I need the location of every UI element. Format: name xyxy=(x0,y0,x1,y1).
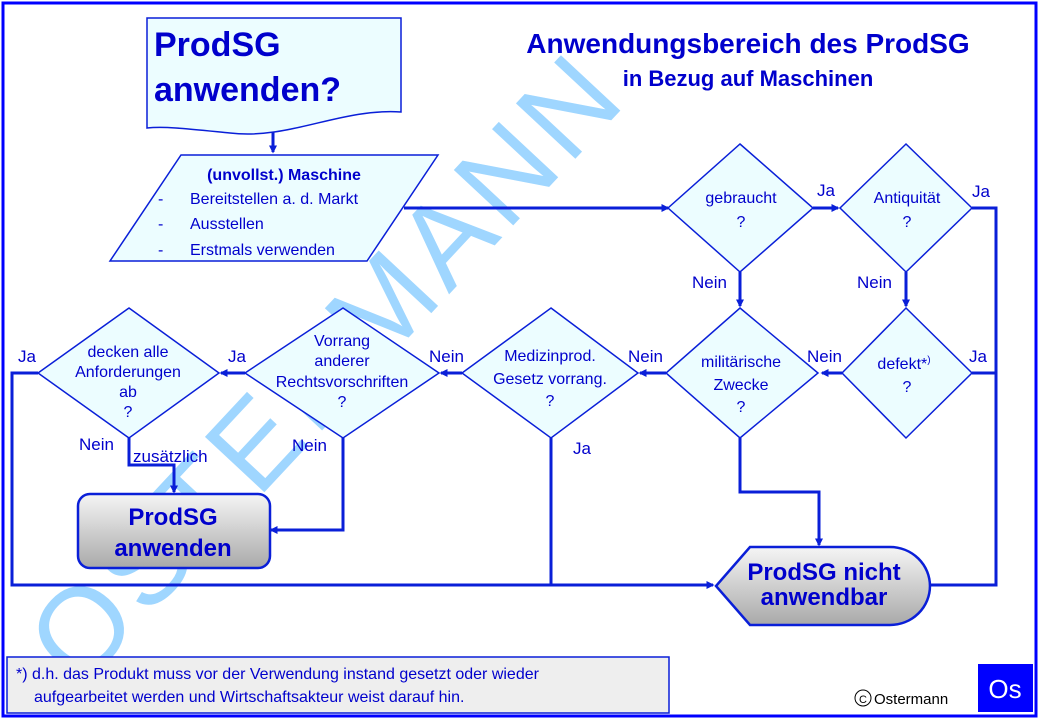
decken-nein-arrow xyxy=(127,438,178,494)
decision-defekt xyxy=(840,306,974,440)
start-document-shape xyxy=(146,17,402,135)
logo-text: Os xyxy=(988,674,1021,704)
edge-labels: Ja Ja Nein Nein Ja Nein Nein Nein Ja Ja … xyxy=(18,181,991,466)
input-item-bullet: - xyxy=(158,191,163,208)
input-heading: (unvollst.) Maschine xyxy=(207,167,361,184)
edge-label-nein: Nein xyxy=(292,436,327,455)
copyright-symbol: C xyxy=(859,694,867,706)
medizin-label-line2: Gesetz vorrang. xyxy=(493,371,607,388)
edge-label-ja: Ja xyxy=(228,347,247,366)
footnote-line2: aufgearbeitet werden und Wirtschaftsakte… xyxy=(34,689,464,706)
edge-label-nein: Nein xyxy=(857,273,892,292)
militaerisch-label-line3: ? xyxy=(737,399,746,416)
gebraucht-label-line2: ? xyxy=(737,214,746,231)
decision-militaerisch xyxy=(664,307,820,439)
edge-label-zusaetzlich: zusätzlich xyxy=(133,447,208,466)
antiquitaet-label-line1: Antiquität xyxy=(874,190,941,207)
diagram-subtitle: in Bezug auf Maschinen xyxy=(623,66,874,91)
result-nicht-line1: ProdSG nicht xyxy=(747,559,900,586)
vorrang-label-line1: Vorrang xyxy=(314,333,370,350)
gebraucht-label-line1: gebraucht xyxy=(705,190,777,207)
input-items: - Bereitstellen a. d. Markt - Ausstellen… xyxy=(158,191,359,259)
result-nicht-line2: anwendbar xyxy=(761,584,888,611)
decision-gebraucht xyxy=(666,142,815,274)
decision-vorrang xyxy=(243,307,441,439)
footnote-box xyxy=(6,656,670,714)
result-anwenden-line2: anwenden xyxy=(114,535,231,562)
input-item-erstmals: Erstmals verwenden xyxy=(190,242,335,259)
vorrang-label-line2: anderer xyxy=(314,353,370,370)
decision-decken xyxy=(36,307,221,439)
vorrang-nein-arrow xyxy=(269,438,345,534)
vorrang-label-line3: Rechtsvorschriften xyxy=(276,374,409,391)
copyright-name: Ostermann xyxy=(874,691,948,708)
input-parallelogram xyxy=(108,154,440,262)
defekt-label-text: defekt* xyxy=(877,356,927,373)
decken-label-line4: ? xyxy=(124,404,133,421)
decken-label-line3: ab xyxy=(119,384,137,401)
edge-label-ja: Ja xyxy=(573,439,592,458)
edge-label-ja: Ja xyxy=(817,181,836,200)
edge-label-nein: Nein xyxy=(628,347,663,366)
edge-label-nein: Nein xyxy=(807,347,842,366)
edge-label-ja: Ja xyxy=(969,347,988,366)
militaerisch-label-line2: Zwecke xyxy=(713,377,768,394)
decision-diamonds xyxy=(36,142,974,440)
decision-labels: gebraucht ? Antiquität ? defekt*) ? mili… xyxy=(75,190,941,421)
decision-antiquitaet xyxy=(838,142,974,274)
militaerisch-label-line1: militärische xyxy=(701,354,781,371)
vorrang-label-line4: ? xyxy=(338,394,347,411)
militaerisch-ja-arrow xyxy=(738,438,823,547)
decken-label-line2: Anforderungen xyxy=(75,364,181,381)
edge-label-nein: Nein xyxy=(79,435,114,454)
start-label-line1: ProdSG xyxy=(154,26,281,64)
connectors xyxy=(10,128,998,589)
input-item-bullet: - xyxy=(158,242,163,259)
decision-medizin xyxy=(460,307,640,439)
defekt-label-line2: ? xyxy=(903,379,912,396)
input-item-ausstellen: Ausstellen xyxy=(190,216,264,233)
antiquitaet-label-line2: ? xyxy=(903,214,912,231)
decken-label-line1: decken alle xyxy=(88,344,169,361)
result-prodsg-anwenden xyxy=(76,492,272,570)
decken-ja-line xyxy=(10,371,715,589)
medizin-label-line3: ? xyxy=(546,393,555,410)
antiquitaet-ja-line xyxy=(920,206,998,589)
edge-label-nein: Nein xyxy=(692,273,727,292)
medizin-label-line1: Medizinprod. xyxy=(504,348,596,365)
footnote-line1: *) d.h. das Produkt muss vor der Verwend… xyxy=(16,666,540,683)
result-prodsg-nicht-anwendbar xyxy=(714,545,932,627)
result-anwenden-line1: ProdSG xyxy=(128,504,217,531)
edge-label-ja: Ja xyxy=(18,347,37,366)
defekt-label-line1: defekt*) xyxy=(877,355,930,373)
edge-label-ja: Ja xyxy=(972,182,991,201)
start-label-line2: anwenden? xyxy=(154,71,341,109)
input-item-bullet: - xyxy=(158,216,163,233)
input-item-bereitstellen: Bereitstellen a. d. Markt xyxy=(190,191,359,208)
edge-label-nein: Nein xyxy=(429,347,464,366)
logo-badge xyxy=(978,664,1033,712)
diagram-title: Anwendungsbereich des ProdSG xyxy=(526,28,969,59)
copyright-icon xyxy=(854,689,872,707)
defekt-label-sup: ) xyxy=(927,355,930,366)
